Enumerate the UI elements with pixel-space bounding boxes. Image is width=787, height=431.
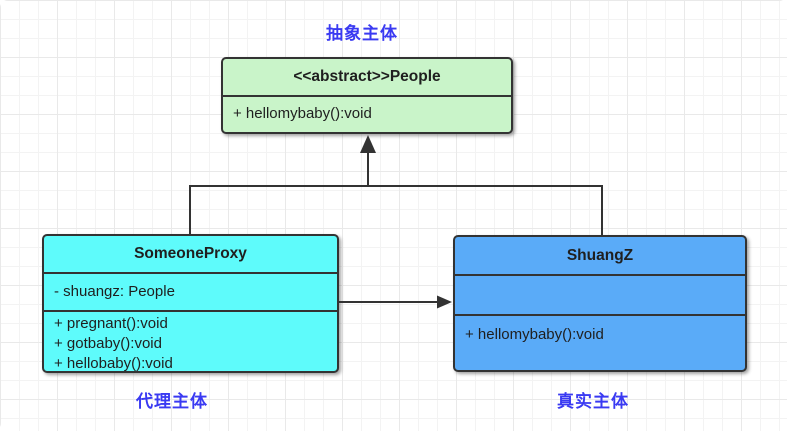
class-title-people: <<abstract>>People	[223, 59, 511, 97]
class-box-shuangz: ShuangZ + hellomybaby():void	[453, 235, 747, 372]
class-attributes-someone-proxy: - shuangz: People	[44, 274, 337, 312]
generalization-arrowhead-icon	[360, 135, 376, 153]
class-methods-people: + hellomybaby():void	[223, 97, 511, 132]
class-title-someone-proxy: SomeoneProxy	[44, 236, 337, 274]
annotation-proxy-subject: 代理主体	[136, 392, 208, 411]
class-box-someone-proxy: SomeoneProxy - shuangz: People + pregnan…	[42, 234, 339, 373]
method-item: + hellomybaby():void	[233, 105, 372, 123]
method-item: + hellomybaby():void	[465, 326, 604, 343]
annotation-real-subject: 真实主体	[557, 392, 629, 411]
class-attributes-shuangz-empty	[455, 276, 745, 316]
method-item: + gotbaby():void	[54, 335, 162, 352]
annotation-abstract-subject: 抽象主体	[326, 24, 398, 43]
class-methods-shuangz: + hellomybaby():void	[455, 316, 745, 370]
class-title-shuangz: ShuangZ	[455, 237, 745, 276]
method-item: + hellobaby():void	[54, 355, 173, 372]
association-arrowhead-icon	[437, 295, 452, 309]
method-item: + pregnant():void	[54, 315, 168, 332]
generalization-connector-line	[189, 185, 603, 236]
attribute-item: - shuangz: People	[54, 283, 175, 300]
class-box-people: <<abstract>>People + hellomybaby():void	[221, 57, 513, 134]
class-methods-someone-proxy: + pregnant():void + gotbaby():void + hel…	[44, 312, 337, 372]
